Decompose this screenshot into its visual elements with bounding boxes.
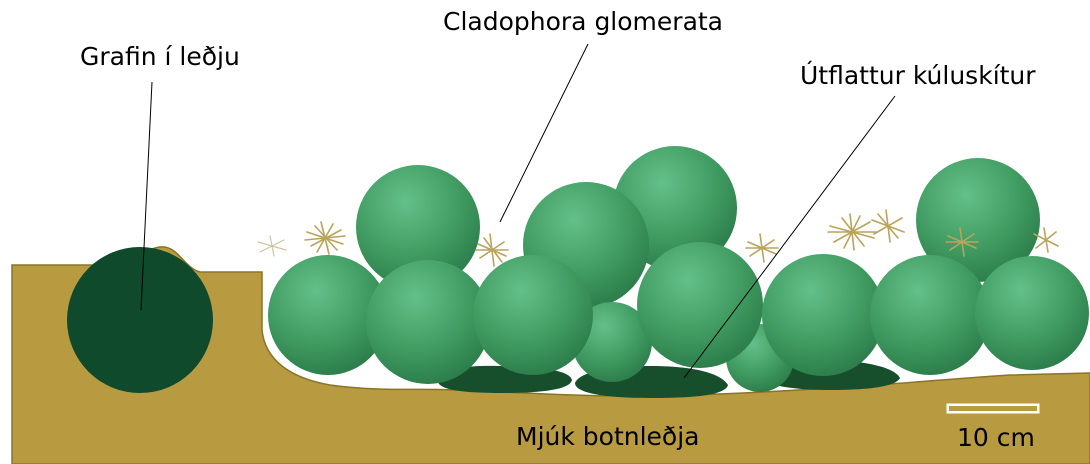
green-ball	[870, 255, 990, 375]
green-ball	[637, 242, 763, 368]
green-ball	[473, 255, 593, 375]
filament-tuft	[305, 222, 345, 254]
buried-ball	[67, 247, 213, 393]
label-buried-in-mud: Grafin í leðju	[80, 44, 240, 69]
label-cladophora: Cladophora glomerata	[443, 9, 723, 34]
green-ball	[762, 254, 884, 376]
filament-tuft	[258, 236, 286, 256]
label-flattened-ball: Útflattur kúluskítur	[800, 63, 1036, 88]
label-scale: 10 cm	[957, 425, 1035, 450]
green-ball	[366, 260, 490, 384]
label-soft-mud: Mjúk botnleðja	[516, 424, 699, 449]
green-balls	[268, 146, 1089, 392]
scale-bar	[947, 404, 1039, 413]
filament-tuft	[746, 234, 778, 262]
filament-tuft	[828, 214, 876, 250]
filament-tuft	[476, 234, 508, 266]
filament-tuft	[872, 210, 904, 242]
green-ball	[975, 256, 1089, 370]
